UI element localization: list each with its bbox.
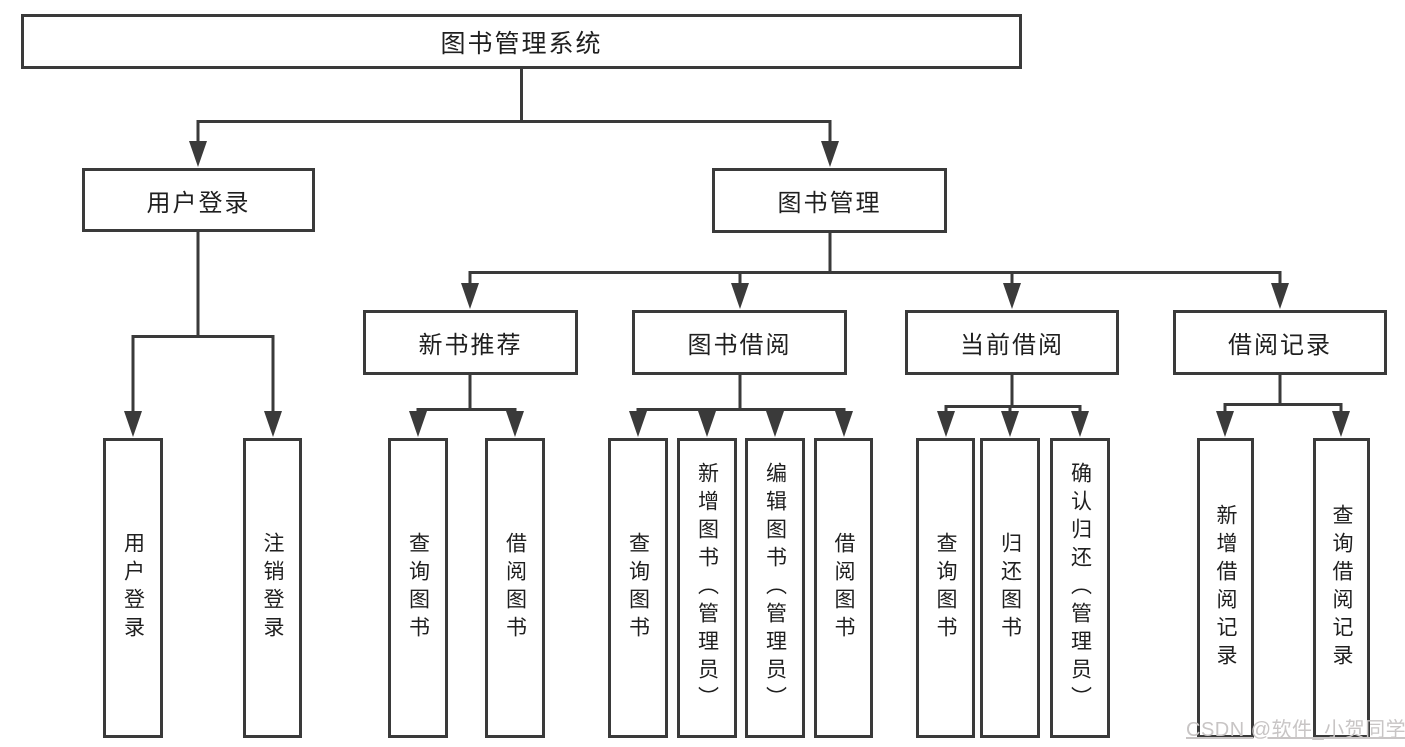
node-current-borrow: 当前借阅	[905, 310, 1119, 375]
node-book-borrow: 图书借阅	[632, 310, 847, 375]
leaf-borrow-books-recommend: 借阅图书	[485, 438, 545, 738]
leaf-edit-book-admin-label: 编辑图书（管理员）	[763, 462, 787, 714]
leaf-return-book: 归还图书	[980, 438, 1040, 738]
leaf-edit-book-admin: 编辑图书（管理员）	[745, 438, 805, 738]
leaf-confirm-return-admin: 确认归还（管理员）	[1050, 438, 1110, 738]
leaf-query-books-borrow: 查询图书	[608, 438, 668, 738]
leaf-borrow-books-2: 借阅图书	[814, 438, 873, 738]
leaf-query-books-current: 查询图书	[916, 438, 975, 738]
leaf-logout: 注销登录	[243, 438, 302, 738]
leaf-borrow-books-2-label: 借阅图书	[832, 532, 855, 644]
leaf-query-books-borrow-label: 查询图书	[626, 532, 650, 644]
leaf-query-borrow-record: 查询借阅记录	[1313, 438, 1370, 738]
leaf-add-book-admin-label: 新增图书（管理员）	[695, 462, 719, 714]
leaf-user-login: 用户登录	[103, 438, 163, 738]
leaf-return-book-label: 归还图书	[998, 532, 1022, 644]
node-book-management: 图书管理	[712, 168, 947, 233]
leaf-borrow-books-recommend-label: 借阅图书	[503, 532, 527, 644]
csdn-watermark: CSDN @软件_小贺同学	[1186, 719, 1405, 741]
node-new-book-recommend: 新书推荐	[363, 310, 578, 375]
leaf-query-books-recommend-label: 查询图书	[406, 532, 430, 644]
node-library-system: 图书管理系统	[21, 14, 1022, 69]
leaf-query-books-current-label: 查询图书	[934, 532, 957, 644]
node-borrow-records: 借阅记录	[1173, 310, 1387, 375]
arrowheads	[124, 141, 1350, 437]
node-user-login: 用户登录	[82, 168, 315, 232]
connector-stems	[131, 69, 1343, 419]
leaf-confirm-return-admin-label: 确认归还（管理员）	[1068, 462, 1092, 714]
leaf-user-login-label: 用户登录	[121, 532, 145, 644]
leaf-add-book-admin: 新增图书（管理员）	[677, 438, 737, 738]
leaf-logout-label: 注销登录	[261, 532, 284, 644]
leaf-add-borrow-record: 新增借阅记录	[1197, 438, 1254, 738]
leaf-query-borrow-record-label: 查询借阅记录	[1330, 504, 1353, 672]
leaf-add-borrow-record-label: 新增借阅记录	[1214, 504, 1237, 672]
leaf-query-books-recommend: 查询图书	[388, 438, 448, 738]
